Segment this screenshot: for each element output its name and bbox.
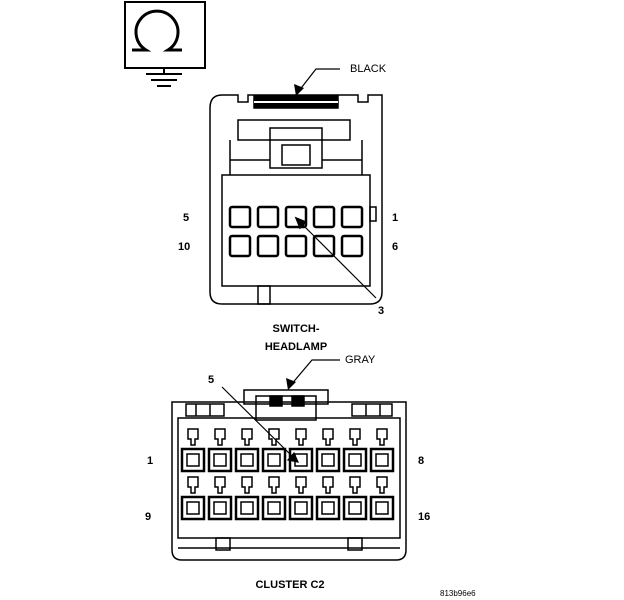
cluster-pin-key bbox=[349, 476, 361, 494]
pin-label-5: 5 bbox=[183, 212, 190, 224]
cluster-pin-key bbox=[295, 428, 307, 446]
cluster-pin-terminal bbox=[348, 501, 362, 515]
pin-label-10: 10 bbox=[178, 241, 191, 253]
cluster-pin-key bbox=[268, 428, 280, 446]
black-color-label: BLACK bbox=[350, 63, 387, 75]
cluster-pin-terminal bbox=[294, 501, 308, 515]
cluster-pin-cavity bbox=[234, 495, 260, 521]
cluster-pin5-callout bbox=[221, 359, 340, 463]
cluster-pin-cavity bbox=[288, 495, 314, 521]
cluster-pin-key bbox=[295, 476, 307, 494]
switch-headlamp-connector bbox=[209, 68, 383, 305]
gray-color-label: GRAY bbox=[345, 354, 376, 366]
cluster-pin-cavity bbox=[369, 447, 395, 473]
cluster-pin-label-8: 8 bbox=[418, 455, 425, 467]
cluster-pin-terminal bbox=[375, 453, 389, 467]
cluster-pin-terminal bbox=[213, 501, 227, 515]
cluster-pin-terminal bbox=[321, 501, 335, 515]
pin-label-6: 6 bbox=[392, 241, 399, 253]
cluster-pin-key bbox=[241, 428, 253, 446]
cluster-pin-cavity bbox=[207, 447, 233, 473]
cluster-c2-title: CLUSTER C2 bbox=[255, 579, 325, 591]
cluster-pin-cavity bbox=[369, 495, 395, 521]
cluster-pin-cavity bbox=[180, 447, 206, 473]
cluster-pin-cavity bbox=[180, 495, 206, 521]
cluster-pin-cavity bbox=[234, 447, 260, 473]
pin-label-1: 1 bbox=[392, 212, 399, 224]
pin-label-3: 3 bbox=[378, 305, 385, 317]
cluster-pin-cavity bbox=[207, 495, 233, 521]
cluster-pin-cavity bbox=[342, 447, 368, 473]
cluster-pin-key bbox=[349, 428, 361, 446]
cluster-pin-terminal bbox=[186, 453, 200, 467]
cluster-pin-key bbox=[322, 476, 334, 494]
cluster-pin-key bbox=[241, 476, 253, 494]
cluster-pin-terminal bbox=[375, 501, 389, 515]
cluster-pin-key bbox=[376, 428, 388, 446]
switch-headlamp-title-line2: HEADLAMP bbox=[264, 341, 328, 353]
cluster-pin-key bbox=[187, 428, 199, 446]
cluster-c2-connector bbox=[171, 389, 407, 561]
cluster-pin-key bbox=[214, 428, 226, 446]
cluster-pin-label-16: 16 bbox=[418, 511, 431, 523]
cluster-pin-terminal bbox=[213, 453, 227, 467]
cluster-pin-cavity bbox=[261, 447, 287, 473]
cluster-pin-grid bbox=[180, 428, 395, 521]
cluster-pin-key bbox=[187, 476, 199, 494]
cluster-pin-terminal bbox=[321, 453, 335, 467]
cluster-pin-key bbox=[322, 428, 334, 446]
cluster-pin-terminal bbox=[267, 501, 281, 515]
cluster-pin-key bbox=[268, 476, 280, 494]
cluster-pin-label-9: 9 bbox=[145, 511, 152, 523]
cluster-pin-cavity bbox=[261, 495, 287, 521]
cluster-pin-terminal bbox=[267, 453, 281, 467]
ohm-ground-icon bbox=[124, 1, 206, 87]
switch-headlamp-title-line1: SWITCH- bbox=[272, 323, 320, 335]
cluster-pin-label-1: 1 bbox=[147, 455, 154, 467]
cluster-pin-cavity bbox=[342, 495, 368, 521]
cluster-pin-terminal bbox=[348, 453, 362, 467]
cluster-pin-label-5: 5 bbox=[208, 374, 215, 386]
cluster-pin-terminal bbox=[186, 501, 200, 515]
cluster-pin-terminal bbox=[240, 501, 254, 515]
figure-id: 813b96e6 bbox=[440, 589, 476, 598]
cluster-pin-cavity bbox=[315, 447, 341, 473]
cluster-pin-cavity bbox=[315, 495, 341, 521]
cluster-pin-key bbox=[376, 476, 388, 494]
cluster-pin-terminal bbox=[240, 453, 254, 467]
cluster-pin-key bbox=[214, 476, 226, 494]
